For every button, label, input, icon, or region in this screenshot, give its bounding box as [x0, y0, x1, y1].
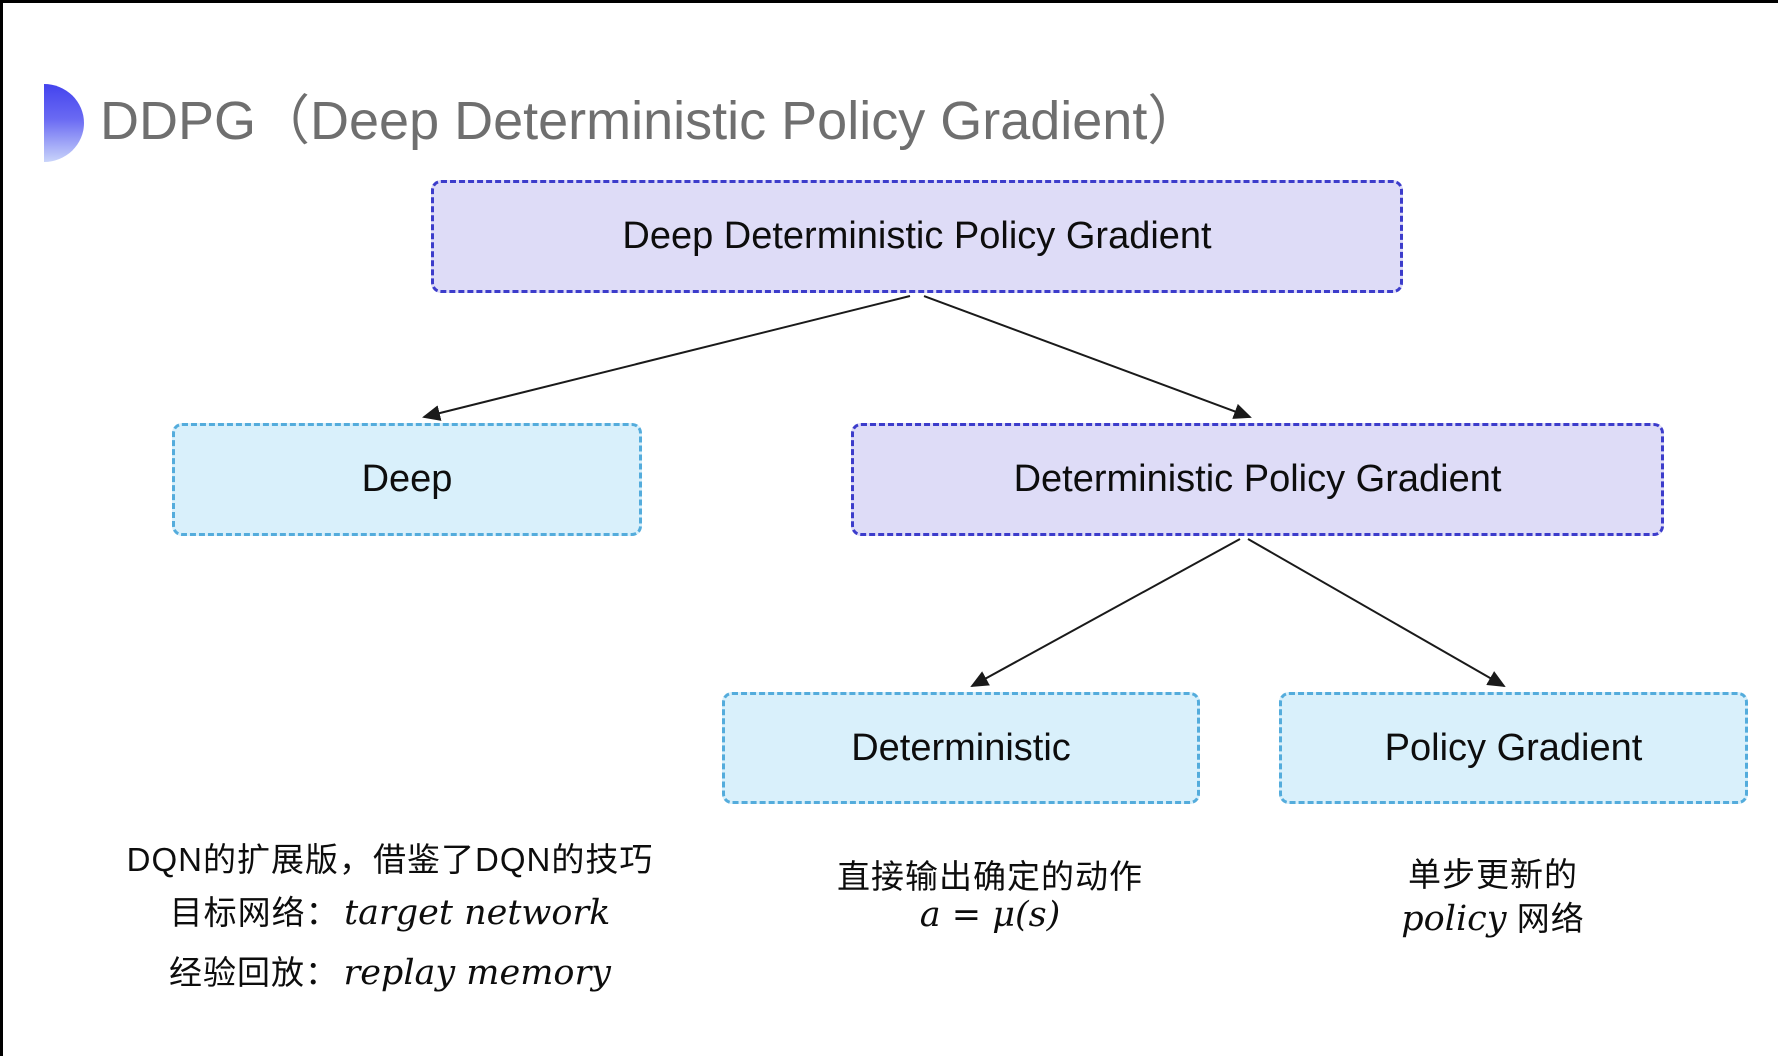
note-deep-line1: DQN的扩展版，借鉴了DQN的技巧: [126, 841, 654, 878]
node-deterministic-policy-gradient: Deterministic Policy Gradient: [851, 423, 1664, 536]
node-ddpg: Deep Deterministic Policy Gradient: [431, 180, 1403, 293]
node-deterministic-label: Deterministic: [851, 726, 1071, 769]
note-deep: DQN的扩展版，借鉴了DQN的技巧 目标网络： target network 经…: [115, 833, 665, 1033]
arrow-ddpg-to-deep: [422, 295, 911, 421]
note-deep-line2-term: target network: [344, 893, 611, 933]
frame-top-line: [0, 0, 1778, 3]
arrow-ddpg-to-dpg: [923, 295, 1252, 419]
page-title: DDPG（Deep Deterministic Policy Gradient）: [100, 91, 1202, 151]
note-deterministic-line1: 直接输出确定的动作: [837, 858, 1143, 895]
node-dpg-label: Deterministic Policy Gradient: [1013, 458, 1502, 500]
node-deep: Deep: [172, 423, 642, 536]
title-bullet-icon: [44, 84, 84, 162]
note-policy-gradient-line2-rest: 网络: [1506, 900, 1585, 937]
node-ddpg-label: Deep Deterministic Policy Gradient: [622, 215, 1212, 257]
note-policy-gradient-line2: policy 网络: [1293, 892, 1693, 940]
node-policy-gradient: Policy Gradient: [1279, 692, 1748, 804]
note-policy-gradient: 单步更新的 policy 网络: [1293, 848, 1693, 968]
arrow-dpg-to-policy-gradient: [1247, 538, 1506, 687]
note-deterministic-formula: a = μ(s): [919, 895, 1061, 935]
note-deterministic: 直接输出确定的动作 a = μ(s): [790, 850, 1190, 970]
frame-left-line: [0, 0, 3, 1056]
note-policy-gradient-line1: 单步更新的: [1408, 856, 1578, 893]
note-policy-gradient-line2-term: policy: [1401, 899, 1507, 939]
note-deep-line2: 目标网络： target network: [115, 886, 665, 934]
node-deep-label: Deep: [361, 458, 453, 500]
note-deep-line2-label: 目标网络：: [169, 894, 340, 931]
note-deep-line3-label: 经验回放：: [169, 954, 340, 991]
node-deterministic: Deterministic: [722, 692, 1200, 804]
node-policy-gradient-label: Policy Gradient: [1384, 726, 1643, 769]
arrow-dpg-to-deterministic: [970, 538, 1241, 687]
note-deep-line3: 经验回放： replay memory: [115, 946, 665, 994]
note-deep-line3-term: replay memory: [343, 953, 611, 993]
